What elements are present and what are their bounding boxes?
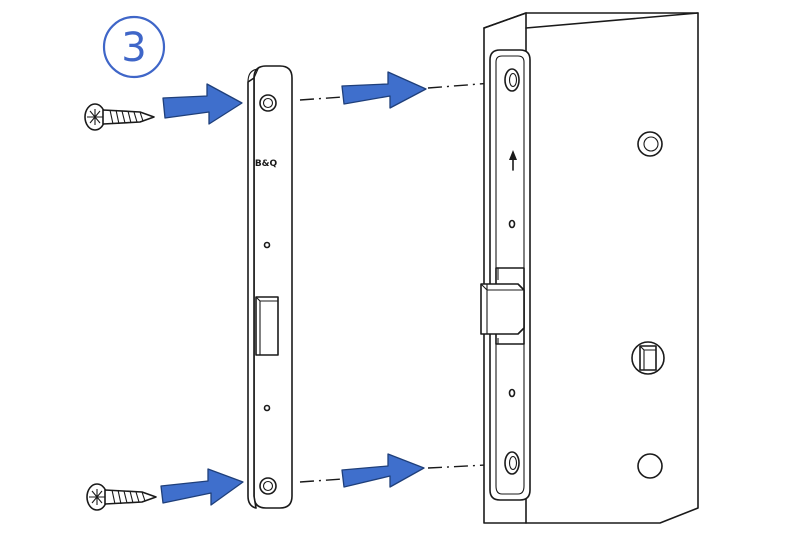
lock-pin-hole-upper bbox=[508, 219, 516, 229]
arrow-screw-to-plate-top bbox=[162, 83, 243, 125]
plate-top-hole bbox=[259, 94, 277, 112]
latch-bolt bbox=[480, 267, 525, 345]
lock-pin-hole-lower bbox=[508, 388, 516, 398]
bottom-screw bbox=[86, 483, 157, 511]
arrow-plate-to-lock-bottom bbox=[341, 453, 425, 488]
plate-bottom-hole bbox=[259, 477, 277, 495]
plate-pin-hole-upper bbox=[263, 241, 271, 249]
spindle-hole-center bbox=[631, 341, 665, 375]
direction-arrow-icon bbox=[509, 150, 517, 171]
spindle-hole-top bbox=[637, 131, 663, 157]
arrow-plate-to-lock-top bbox=[341, 71, 427, 109]
cylinder-hole-bottom bbox=[637, 453, 663, 479]
lock-top-hole bbox=[504, 68, 520, 92]
top-screw bbox=[84, 103, 155, 131]
arrow-screw-to-plate-bottom bbox=[160, 468, 244, 506]
lock-bottom-hole bbox=[504, 451, 520, 475]
strike-plate: B&Q bbox=[247, 65, 293, 509]
screw-icon bbox=[84, 103, 155, 131]
step-number: 3 bbox=[121, 25, 146, 71]
plate-stamp: B&Q bbox=[255, 159, 278, 169]
screw-icon bbox=[86, 483, 157, 511]
plate-latch-opening bbox=[255, 296, 279, 356]
lock-case bbox=[480, 12, 699, 524]
plate-pin-hole-lower bbox=[263, 404, 271, 412]
step-badge: 3 bbox=[102, 15, 166, 79]
